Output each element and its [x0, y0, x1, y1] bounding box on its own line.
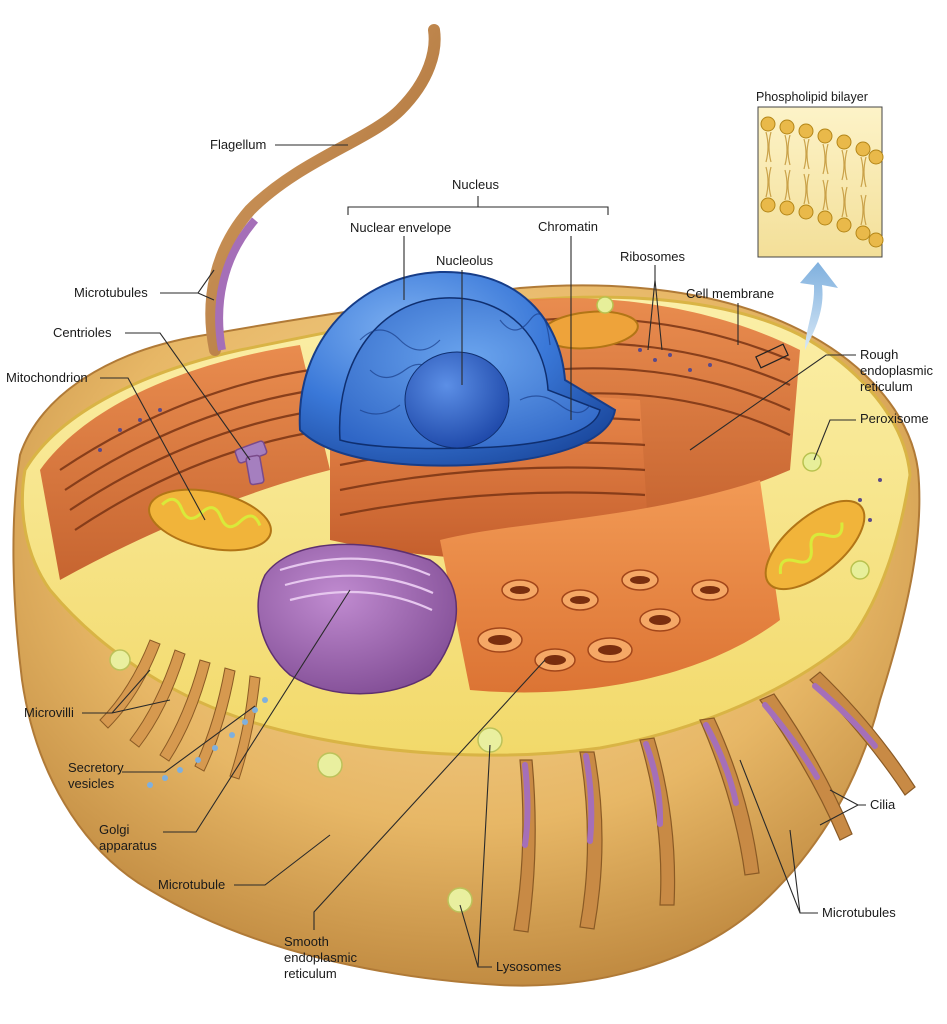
label-flagellum: Flagellum — [210, 137, 267, 152]
nucleus — [298, 270, 617, 467]
peroxisome — [596, 296, 870, 580]
microvilli — [99, 639, 261, 780]
mitochondrion — [148, 310, 866, 591]
label-microtubules-bottom: Microtubules — [822, 905, 896, 920]
label-mitochondrion: Mitochondrion — [6, 370, 88, 385]
label-cell-membrane: Cell membrane — [686, 286, 775, 301]
nucleolus — [404, 351, 510, 449]
ribosomes — [98, 348, 882, 522]
label-nuclear-envelope: Nuclear envelope — [350, 220, 452, 235]
label-microtubule: Microtubule — [158, 877, 226, 892]
label-lysosomes: Lysosomes — [496, 959, 562, 974]
label-phospholipid-bilayer: Phospholipid bilayer — [756, 90, 868, 104]
inset-arrow — [800, 262, 838, 350]
label-nucleus: Nucleus — [452, 177, 499, 192]
label-cilia: Cilia — [870, 797, 896, 812]
phospholipid-bilayer-inset — [757, 106, 884, 258]
label-nucleolus: Nucleolus — [436, 253, 494, 268]
lysosomes — [109, 649, 503, 913]
label-smooth-er: Smooth endoplasmic reticulum — [284, 934, 357, 981]
label-rough-er: Rough endoplasmic reticulum — [860, 347, 933, 394]
label-golgi-apparatus: Golgi apparatus — [99, 822, 157, 853]
label-ribosomes: Ribosomes — [620, 249, 686, 264]
secretory-vesicles — [147, 697, 268, 788]
label-peroxisome: Peroxisome — [860, 411, 929, 426]
label-centrioles: Centrioles — [53, 325, 112, 340]
label-microvilli: Microvilli — [24, 705, 74, 720]
leader-lines — [82, 144, 866, 968]
label-secretory-vesicles: Secretory vesicles — [68, 760, 124, 791]
cilia — [513, 671, 916, 933]
smooth-er — [440, 480, 780, 693]
flagellum — [205, 24, 441, 356]
label-chromatin: Chromatin — [538, 219, 598, 234]
centrioles — [234, 440, 268, 486]
golgi-apparatus — [257, 543, 458, 695]
label-microtubules-top: Microtubules — [74, 285, 148, 300]
membrane-patch-marker — [755, 343, 789, 369]
